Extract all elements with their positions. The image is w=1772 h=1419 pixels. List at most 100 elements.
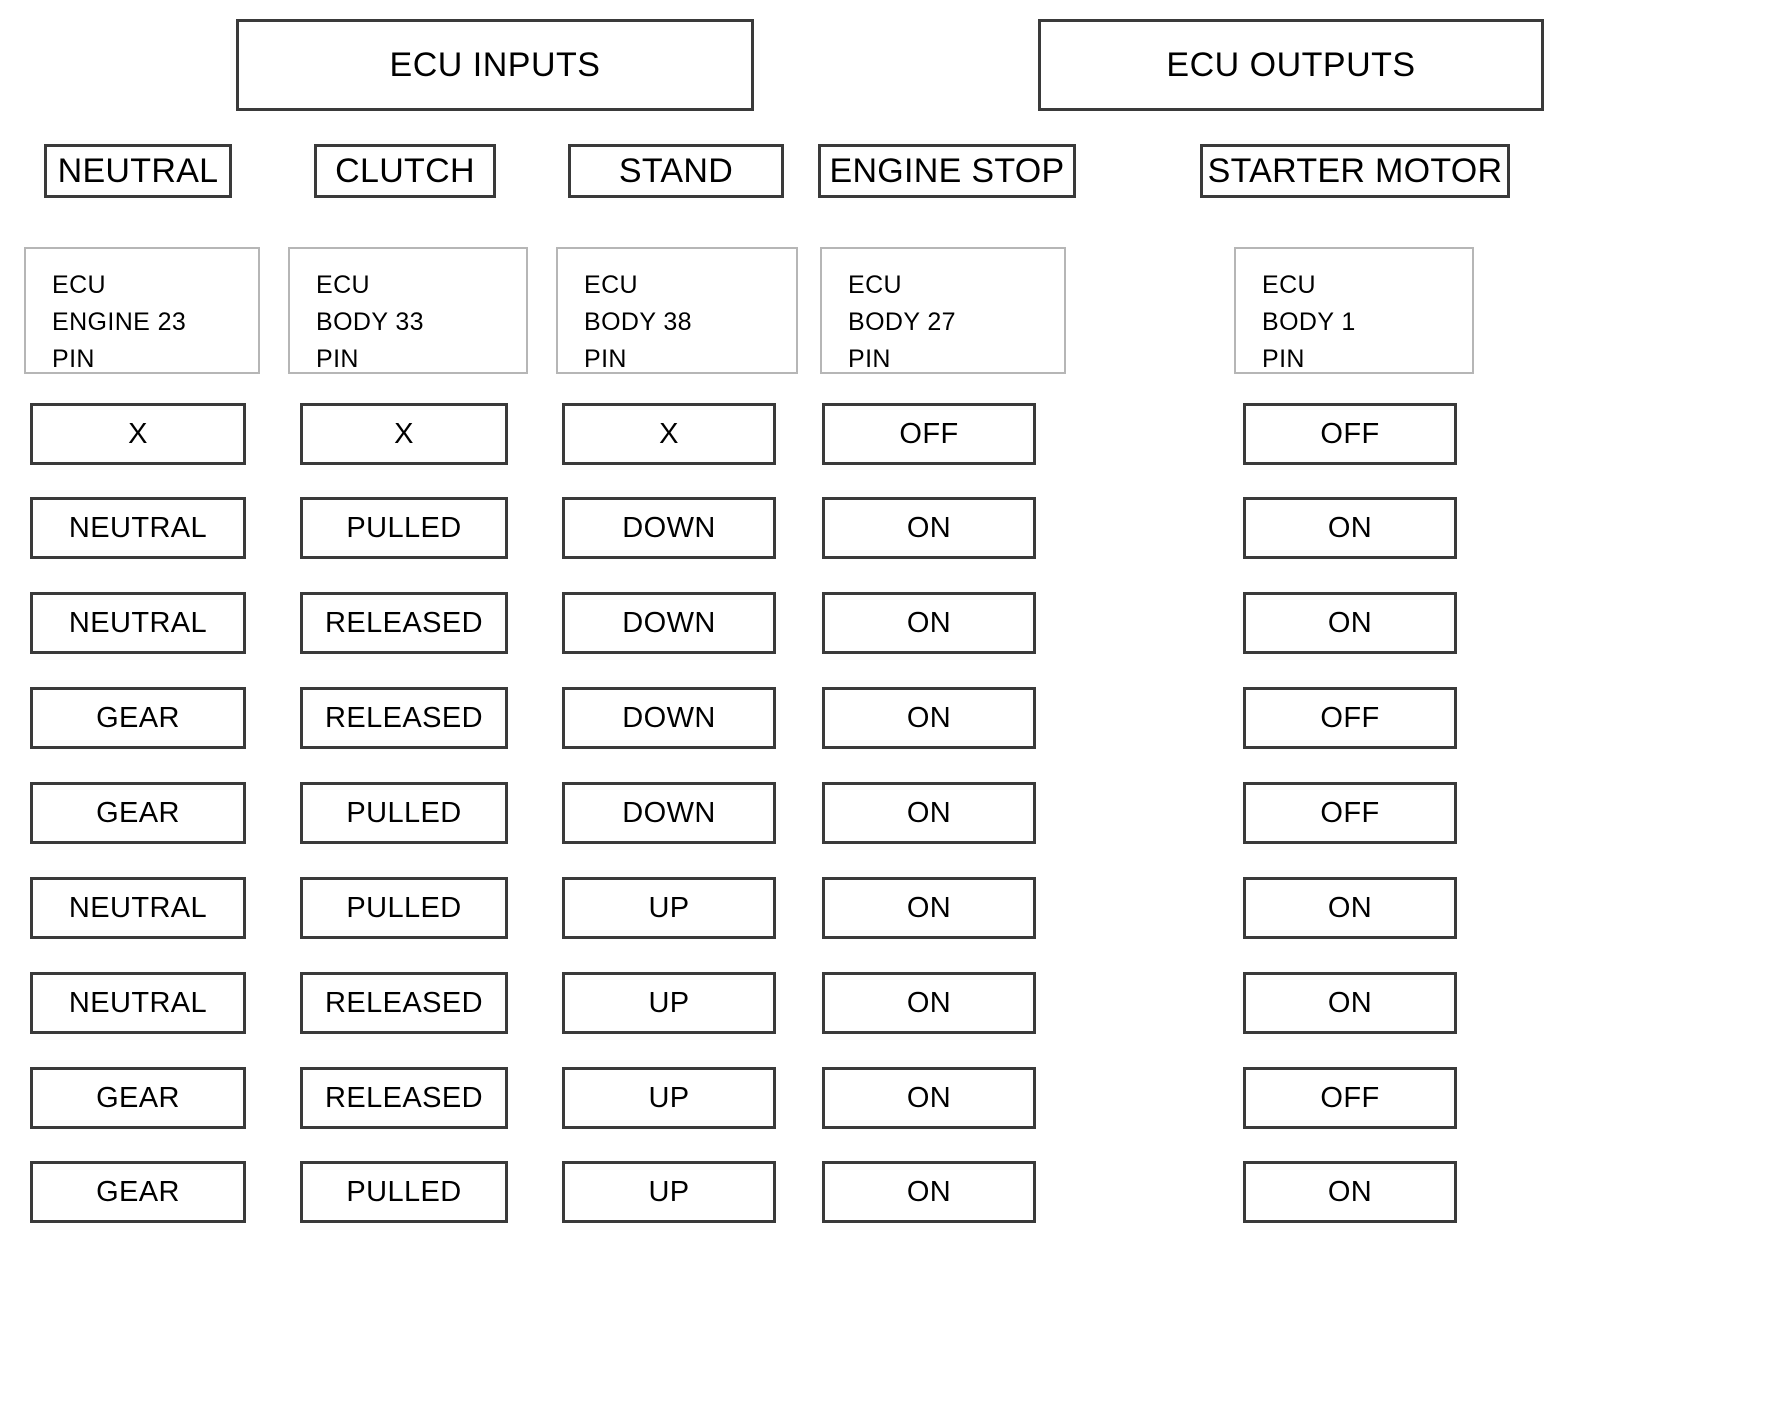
cell-clutch-row-3: RELEASED: [300, 592, 508, 654]
cell-value: X: [128, 417, 148, 450]
column-header-label: NEUTRAL: [57, 151, 219, 190]
pin-line-3: PIN: [52, 345, 95, 373]
section-title-label: ECU OUTPUTS: [1166, 45, 1416, 84]
cell-clutch-row-6: PULLED: [300, 877, 508, 939]
cell-starter-motor-row-2: ON: [1243, 497, 1457, 559]
cell-stand-row-3: DOWN: [562, 592, 776, 654]
cell-value: UP: [648, 891, 690, 924]
cell-value: PULLED: [346, 1175, 462, 1208]
pin-box-stand: ECU BODY 38 PIN: [556, 247, 798, 374]
pin-line-3: PIN: [584, 345, 627, 373]
column-header-engine-stop: ENGINE STOP: [818, 144, 1076, 198]
cell-value: RELEASED: [325, 606, 483, 639]
cell-value: OFF: [899, 417, 959, 450]
cell-starter-motor-row-3: ON: [1243, 592, 1457, 654]
cell-value: ON: [906, 891, 952, 924]
cell-stand-row-4: DOWN: [562, 687, 776, 749]
column-header-label: ENGINE STOP: [829, 151, 1065, 190]
cell-engine-stop-row-5: ON: [822, 782, 1036, 844]
pin-line-2: BODY 33: [316, 308, 424, 336]
column-header-label: STAND: [618, 151, 734, 190]
cell-value: NEUTRAL: [68, 891, 208, 924]
pin-line-1: ECU: [316, 271, 370, 299]
column-header-stand: STAND: [568, 144, 784, 198]
pin-line-3: PIN: [316, 345, 359, 373]
pin-line-1: ECU: [52, 271, 106, 299]
pin-box-clutch: ECU BODY 33 PIN: [288, 247, 528, 374]
cell-value: ON: [1327, 1175, 1373, 1208]
cell-engine-stop-row-3: ON: [822, 592, 1036, 654]
cell-stand-row-1: X: [562, 403, 776, 465]
cell-value: RELEASED: [325, 701, 483, 734]
cell-clutch-row-7: RELEASED: [300, 972, 508, 1034]
cell-engine-stop-row-4: ON: [822, 687, 1036, 749]
cell-starter-motor-row-7: ON: [1243, 972, 1457, 1034]
cell-value: PULLED: [346, 891, 462, 924]
cell-value: ON: [906, 986, 952, 1019]
cell-value: OFF: [1320, 417, 1380, 450]
pin-box-engine-stop: ECU BODY 27 PIN: [820, 247, 1066, 374]
cell-neutral-row-9: GEAR: [30, 1161, 246, 1223]
cell-clutch-row-4: RELEASED: [300, 687, 508, 749]
cell-clutch-row-9: PULLED: [300, 1161, 508, 1223]
cell-value: ON: [906, 511, 952, 544]
cell-clutch-row-2: PULLED: [300, 497, 508, 559]
pin-line-1: ECU: [1262, 271, 1316, 299]
cell-engine-stop-row-7: ON: [822, 972, 1036, 1034]
cell-neutral-row-5: GEAR: [30, 782, 246, 844]
cell-value: UP: [648, 1175, 690, 1208]
cell-value: NEUTRAL: [68, 606, 208, 639]
cell-stand-row-9: UP: [562, 1161, 776, 1223]
cell-engine-stop-row-1: OFF: [822, 403, 1036, 465]
pin-line-3: PIN: [1262, 345, 1305, 373]
cell-value: DOWN: [622, 796, 716, 829]
pin-box-starter-motor: ECU BODY 1 PIN: [1234, 247, 1474, 374]
cell-value: ON: [1327, 511, 1373, 544]
cell-value: GEAR: [96, 796, 180, 829]
pin-line-2: BODY 38: [584, 308, 692, 336]
cell-starter-motor-row-4: OFF: [1243, 687, 1457, 749]
cell-engine-stop-row-6: ON: [822, 877, 1036, 939]
cell-clutch-row-8: RELEASED: [300, 1067, 508, 1129]
cell-value: OFF: [1320, 1081, 1380, 1114]
cell-value: ON: [906, 796, 952, 829]
cell-value: DOWN: [622, 511, 716, 544]
pin-line-2: BODY 1: [1262, 308, 1356, 336]
cell-value: DOWN: [622, 606, 716, 639]
cell-stand-row-6: UP: [562, 877, 776, 939]
cell-neutral-row-3: NEUTRAL: [30, 592, 246, 654]
pin-line-2: BODY 27: [848, 308, 956, 336]
pin-line-1: ECU: [584, 271, 638, 299]
cell-value: ON: [1327, 891, 1373, 924]
cell-clutch-row-1: X: [300, 403, 508, 465]
cell-value: X: [394, 417, 414, 450]
cell-stand-row-5: DOWN: [562, 782, 776, 844]
cell-clutch-row-5: PULLED: [300, 782, 508, 844]
cell-neutral-row-7: NEUTRAL: [30, 972, 246, 1034]
cell-value: PULLED: [346, 796, 462, 829]
cell-value: ON: [906, 1175, 952, 1208]
cell-value: PULLED: [346, 511, 462, 544]
cell-value: ON: [1327, 606, 1373, 639]
cell-value: X: [659, 417, 679, 450]
cell-value: RELEASED: [325, 986, 483, 1019]
cell-engine-stop-row-8: ON: [822, 1067, 1036, 1129]
column-header-label: CLUTCH: [335, 151, 475, 190]
cell-value: NEUTRAL: [68, 511, 208, 544]
cell-value: DOWN: [622, 701, 716, 734]
cell-value: ON: [1327, 986, 1373, 1019]
cell-value: UP: [648, 1081, 690, 1114]
cell-neutral-row-4: GEAR: [30, 687, 246, 749]
column-header-neutral: NEUTRAL: [44, 144, 232, 198]
section-title-ecu-inputs: ECU INPUTS: [236, 19, 754, 111]
cell-value: RELEASED: [325, 1081, 483, 1114]
cell-value: OFF: [1320, 701, 1380, 734]
section-title-ecu-outputs: ECU OUTPUTS: [1038, 19, 1544, 111]
cell-starter-motor-row-9: ON: [1243, 1161, 1457, 1223]
cell-engine-stop-row-2: ON: [822, 497, 1036, 559]
cell-neutral-row-1: X: [30, 403, 246, 465]
cell-value: GEAR: [96, 1081, 180, 1114]
pin-line-1: ECU: [848, 271, 902, 299]
cell-value: NEUTRAL: [68, 986, 208, 1019]
